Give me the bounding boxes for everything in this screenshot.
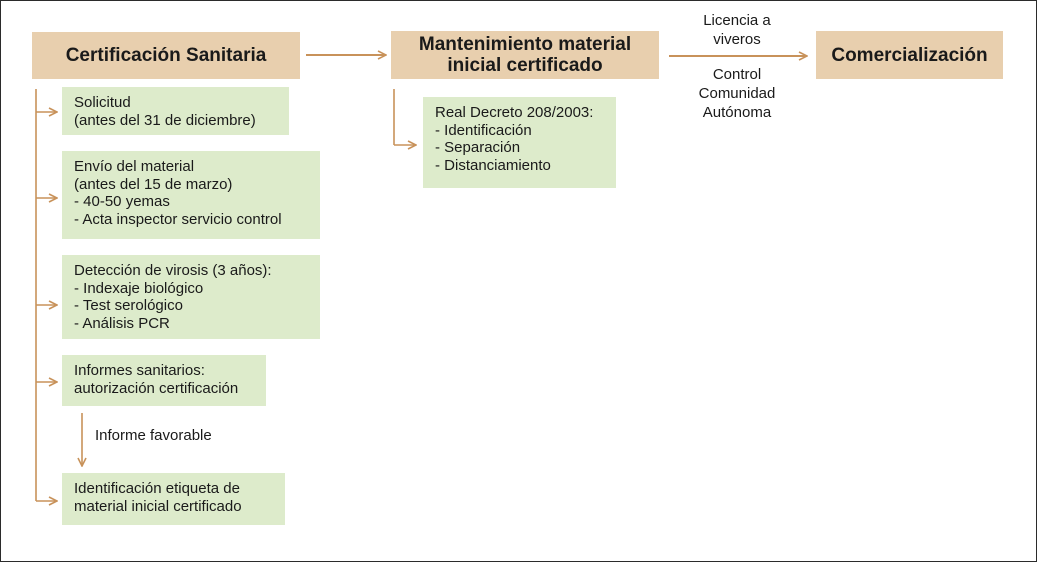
step-informes-line-1: Informes sanitarios: bbox=[74, 362, 205, 379]
header-comercializacion: Comercialización bbox=[816, 31, 1003, 79]
step-envio-material: Envío del material (antes del 15 de marz… bbox=[62, 151, 320, 239]
step-informes-line-2: autorización certificación bbox=[74, 379, 239, 397]
step-envio-line-4: - Acta inspector servicio control bbox=[74, 210, 282, 228]
step-real-decreto: Real Decreto 208/2003: - Identificación … bbox=[423, 97, 616, 188]
label-control-comunidad: Control Comunidad Autónoma bbox=[677, 65, 797, 122]
label-licencia-line-2: viveros bbox=[713, 31, 761, 48]
label-control-line-2: Comunidad bbox=[698, 85, 776, 102]
header-certificacion-label: Certificación Sanitaria bbox=[65, 45, 267, 66]
step-real-decreto-line-1: Real Decreto 208/2003: bbox=[435, 104, 594, 121]
step-deteccion-virosis: Detección de virosis (3 años): - Indexaj… bbox=[62, 255, 320, 339]
label-informe-favorable: Informe favorable bbox=[95, 427, 212, 444]
step-solicitud-line-1: Solicitud bbox=[74, 94, 131, 111]
label-control-line-1: Control bbox=[712, 66, 762, 83]
header-comercializacion-label: Comercialización bbox=[831, 44, 988, 66]
step-identificacion-line-2: material inicial certificado bbox=[74, 497, 242, 515]
header-certificacion-sanitaria: Certificación Sanitaria bbox=[32, 32, 300, 79]
header-mantenimiento-line-2: inicial certificado bbox=[447, 55, 603, 76]
header-mantenimiento-line-1: Mantenimiento material bbox=[418, 34, 632, 55]
label-licencia-viveros: Licencia a viveros bbox=[677, 11, 797, 49]
step-real-decreto-line-4: - Distanciamiento bbox=[435, 156, 551, 174]
step-real-decreto-line-3: - Separación bbox=[435, 139, 521, 156]
step-solicitud-line-2: (antes del 31 de diciembre) bbox=[74, 111, 256, 129]
step-envio-line-2: (antes del 15 de marzo) bbox=[74, 175, 233, 193]
step-real-decreto-line-2: - Identificación bbox=[435, 121, 532, 139]
step-deteccion-line-2: - Indexaje biológico bbox=[74, 279, 204, 297]
label-control-line-3: Autónoma bbox=[702, 104, 772, 121]
step-envio-line-3: - 40-50 yemas bbox=[74, 193, 170, 210]
label-licencia-line-1: Licencia a bbox=[703, 12, 771, 29]
step-deteccion-line-1: Detección de virosis (3 años): bbox=[74, 262, 272, 279]
header-mantenimiento-material: Mantenimiento material inicial certifica… bbox=[391, 31, 659, 79]
step-informes-sanitarios: Informes sanitarios: autorización certif… bbox=[62, 355, 266, 406]
step-identificacion-line-1: Identificación etiqueta de bbox=[74, 480, 240, 497]
step-deteccion-line-4: - Análisis PCR bbox=[74, 314, 170, 332]
step-deteccion-line-3: - Test serológico bbox=[74, 297, 183, 314]
step-identificacion-etiqueta: Identificación etiqueta de material inic… bbox=[62, 473, 285, 525]
step-solicitud: Solicitud (antes del 31 de diciembre) bbox=[62, 87, 289, 135]
step-envio-line-1: Envío del material bbox=[74, 158, 195, 175]
